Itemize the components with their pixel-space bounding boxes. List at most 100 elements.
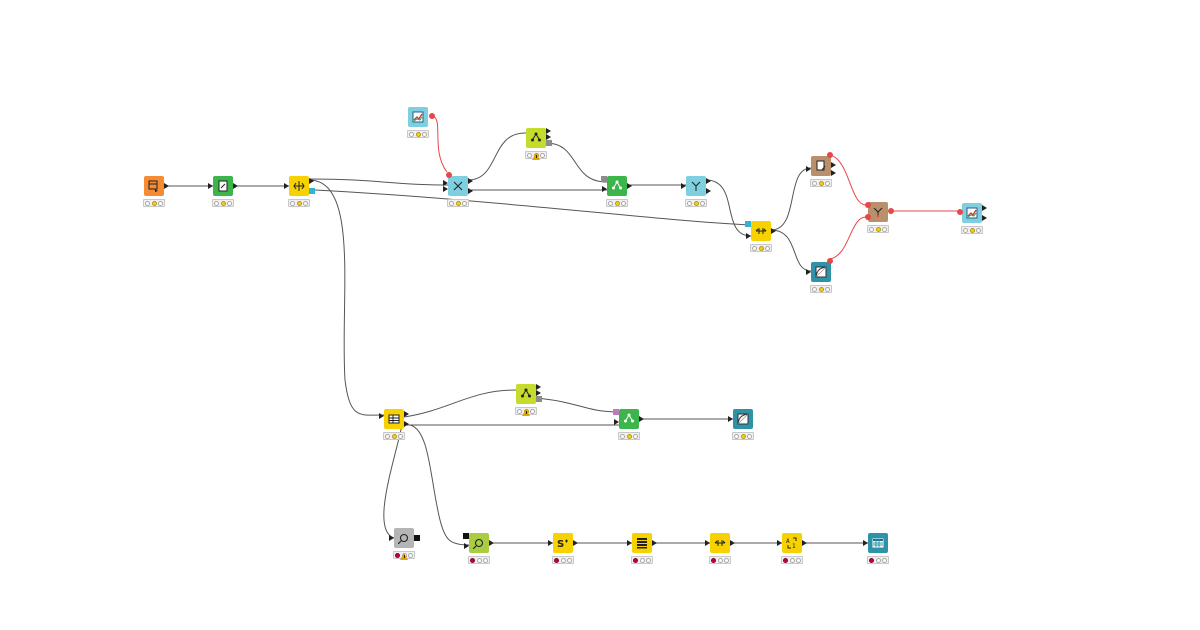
node-predictor-top[interactable] — [607, 176, 627, 196]
flow-variable-port[interactable] — [446, 172, 452, 178]
model-port[interactable] — [536, 396, 542, 402]
flow-variable-connection[interactable] — [829, 216, 867, 260]
input-port[interactable] — [284, 183, 289, 189]
flow-variable-port[interactable] — [888, 208, 894, 214]
input-port[interactable] — [806, 269, 811, 275]
model-port[interactable] — [546, 140, 552, 146]
flow-variable-port[interactable] — [827, 152, 833, 158]
flow-variable-port[interactable] — [865, 214, 871, 220]
model-port[interactable] — [309, 188, 315, 194]
input-port[interactable] — [863, 540, 868, 546]
output-port[interactable] — [468, 178, 473, 184]
model-port[interactable] — [613, 409, 619, 415]
output-port[interactable] — [831, 162, 836, 168]
node-column-joiner[interactable] — [686, 176, 706, 196]
input-port[interactable] — [389, 535, 394, 541]
data-connection[interactable] — [308, 179, 385, 416]
model-port[interactable] — [745, 221, 751, 227]
input-port[interactable] — [548, 540, 553, 546]
output-port[interactable] — [706, 188, 711, 194]
node-plot-view-top[interactable] — [408, 107, 428, 127]
output-port[interactable] — [982, 205, 987, 211]
output-port[interactable] — [164, 183, 169, 189]
input-port[interactable] — [379, 413, 384, 419]
data-connection[interactable] — [535, 397, 620, 413]
output-port[interactable] — [404, 411, 409, 417]
data-connection[interactable] — [770, 167, 812, 231]
node-loop-inner[interactable] — [469, 533, 489, 553]
node-excel-reader[interactable] — [144, 176, 164, 196]
node-roc-view[interactable] — [811, 262, 831, 282]
flow-variable-port[interactable] — [429, 113, 435, 119]
node-merge-variables[interactable] — [868, 202, 888, 222]
node-loop-start[interactable] — [394, 528, 414, 548]
node-final-view[interactable] — [962, 203, 982, 223]
flow-variable-connection[interactable] — [829, 154, 867, 206]
input-port[interactable] — [208, 183, 213, 189]
output-port[interactable] — [536, 390, 541, 396]
node-learner-top[interactable] — [526, 128, 546, 148]
output-port[interactable] — [536, 384, 541, 390]
flow-variable-port[interactable] — [865, 202, 871, 208]
input-port[interactable] — [681, 183, 686, 189]
output-port[interactable] — [639, 416, 644, 422]
model-port[interactable] — [601, 176, 607, 182]
node-column-rename[interactable] — [384, 409, 404, 429]
data-connection[interactable] — [770, 229, 812, 272]
data-connection[interactable] — [314, 189, 752, 226]
node-table-view[interactable] — [868, 533, 888, 553]
node-learner-mid[interactable] — [516, 384, 536, 404]
output-port[interactable] — [652, 540, 657, 546]
output-port[interactable] — [627, 183, 632, 189]
output-port[interactable] — [546, 128, 551, 134]
flow-variable-port[interactable] — [827, 258, 833, 264]
node-row-filter[interactable] — [632, 533, 652, 553]
node-partitioning-top[interactable] — [289, 176, 309, 196]
input-port[interactable] — [705, 540, 710, 546]
input-port[interactable] — [614, 419, 619, 425]
node-column-filter[interactable] — [751, 221, 771, 241]
output-port[interactable] — [546, 134, 551, 140]
data-connection[interactable] — [409, 424, 470, 546]
data-connection[interactable] — [308, 178, 449, 186]
node-normalizer[interactable] — [213, 176, 233, 196]
flow-variable-port[interactable] — [957, 209, 963, 215]
flow-variable-connection[interactable] — [430, 115, 448, 173]
input-port[interactable] — [443, 186, 448, 192]
output-port[interactable] — [404, 421, 409, 427]
output-port[interactable] — [730, 540, 735, 546]
node-data-joiner-top[interactable] — [448, 176, 468, 196]
node-predictor-mid[interactable] — [619, 409, 639, 429]
input-port[interactable] — [602, 186, 607, 192]
node-column-splitter[interactable] — [710, 533, 730, 553]
data-connection[interactable] — [545, 142, 608, 183]
input-port[interactable] — [777, 540, 782, 546]
output-port[interactable] — [573, 540, 578, 546]
node-sorter[interactable]: S — [553, 533, 573, 553]
output-port[interactable] — [489, 540, 494, 546]
data-connection[interactable] — [705, 179, 752, 237]
output-port[interactable] — [982, 215, 987, 221]
data-connection[interactable] — [467, 132, 527, 181]
input-port[interactable] — [806, 166, 811, 172]
output-port[interactable] — [468, 188, 473, 194]
input-port[interactable] — [627, 540, 632, 546]
input-port[interactable] — [746, 233, 751, 239]
input-port[interactable] — [443, 180, 448, 186]
output-port[interactable] — [831, 170, 836, 176]
output-port[interactable] — [771, 228, 776, 234]
input-port[interactable] — [464, 543, 469, 549]
data-connection[interactable] — [383, 424, 403, 539]
output-port[interactable] — [706, 178, 711, 184]
model-port[interactable] — [463, 533, 469, 539]
node-scorer-flow[interactable] — [811, 156, 831, 176]
output-port[interactable] — [309, 178, 314, 184]
node-view-mid[interactable] — [733, 409, 753, 429]
output-port[interactable] — [802, 540, 807, 546]
input-port[interactable] — [728, 416, 733, 422]
data-connection[interactable] — [403, 389, 517, 418]
model-port[interactable] — [414, 535, 420, 541]
output-port[interactable] — [233, 183, 238, 189]
